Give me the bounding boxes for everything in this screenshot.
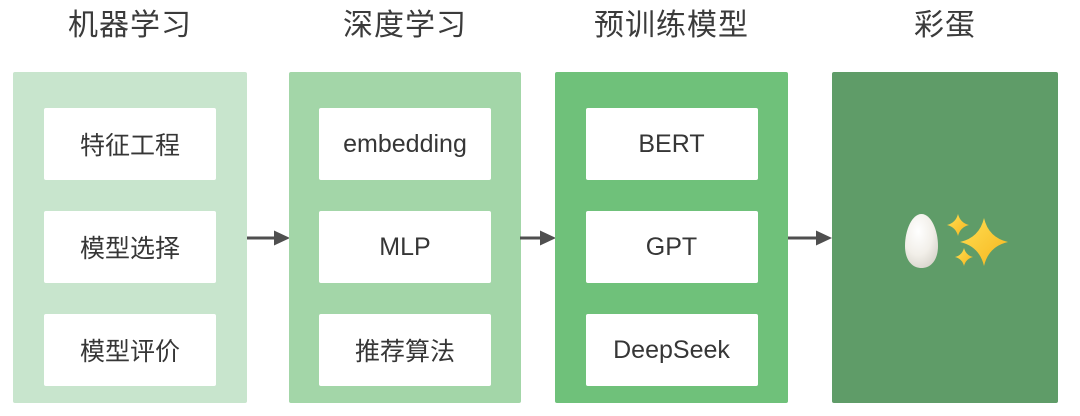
sparkles-icon: [947, 214, 1008, 266]
column-title: 深度学习: [343, 9, 467, 42]
column-title: 预训练模型: [594, 9, 749, 42]
item-box: BERT: [585, 108, 758, 180]
panel-pretrained-models: BERT GPT DeepSeek: [555, 72, 788, 403]
item-box: GPT: [585, 211, 758, 283]
column-easter-egg: 彩蛋: [832, 0, 1058, 416]
arrow-right-icon: [247, 227, 290, 249]
arrow-right-icon: [788, 227, 832, 249]
egg-icon: [905, 214, 938, 268]
panel-deep-learning: embedding MLP 推荐算法: [289, 72, 521, 403]
column-deep-learning: 深度学习 embedding MLP 推荐算法: [289, 0, 521, 416]
item-box: embedding: [319, 108, 491, 180]
column-pretrained-models: 预训练模型 BERT GPT DeepSeek: [555, 0, 788, 416]
panel-easter-egg: [832, 72, 1058, 403]
panel-machine-learning: 特征工程 模型选择 模型评价: [13, 72, 247, 403]
egg-sparkles-graphic: [898, 208, 1028, 272]
column-title: 彩蛋: [914, 9, 976, 42]
item-box: 模型评价: [44, 314, 216, 386]
item-box: DeepSeek: [585, 314, 758, 386]
item-box: 特征工程: [44, 108, 216, 180]
column-machine-learning: 机器学习 特征工程 模型选择 模型评价: [13, 0, 247, 416]
item-box: 模型选择: [44, 211, 216, 283]
arrow-right-icon: [520, 227, 556, 249]
item-box: 推荐算法: [319, 314, 491, 386]
column-title: 机器学习: [68, 9, 192, 42]
item-box: MLP: [319, 211, 491, 283]
